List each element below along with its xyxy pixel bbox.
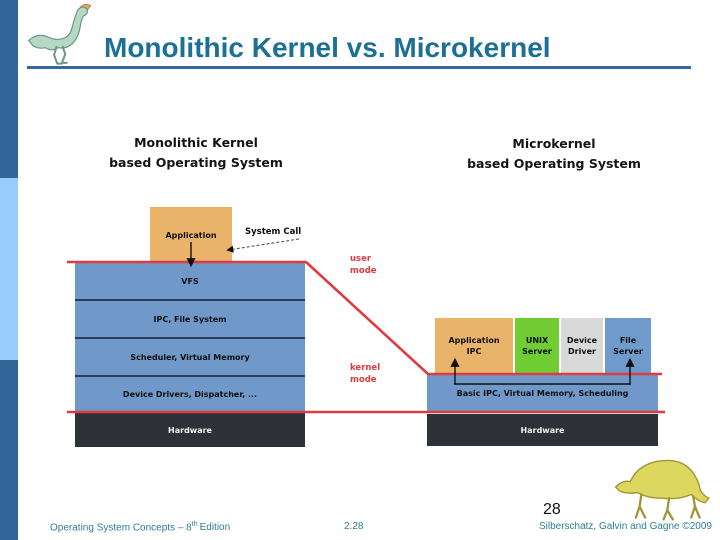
layer-scheduler-vm: Scheduler, Virtual Memory — [75, 337, 305, 375]
server-device-line2: Driver — [568, 346, 596, 356]
microkernel-heading: Microkernel based Operating System — [424, 134, 684, 174]
page-title: Monolithic Kernel vs. Microkernel — [104, 32, 551, 63]
sidebar-bar-bottom — [0, 360, 18, 540]
monolithic-heading-line2: based Operating System — [109, 155, 283, 170]
layer-device-drivers: Device Drivers, Dispatcher, ... — [75, 375, 305, 412]
footer-page-reference: 2.28 — [344, 521, 364, 532]
monolithic-heading: Monolithic Kernel based Operating System — [66, 133, 326, 173]
hardware-box-left: Hardware — [75, 413, 305, 447]
server-file-line2: Server — [613, 346, 643, 356]
kernel-mode-label: kernel mode — [350, 363, 381, 385]
footer-book-suffix: Edition — [199, 522, 231, 534]
server-unix-line1: UNIX — [525, 335, 549, 345]
layer-ipc-filesystem: IPC, File System — [75, 299, 305, 337]
server-application-line1: Application — [448, 335, 500, 345]
server-box-unix: UNIX Server — [515, 318, 559, 373]
user-mode-label: user mode — [350, 254, 377, 276]
dinosaur-footer-icon — [612, 452, 717, 528]
slide-number: 28 — [543, 501, 561, 518]
microkernel-layer-box: Basic IPC, Virtual Memory, Scheduling — [427, 375, 658, 412]
hardware-box-right: Hardware — [427, 414, 658, 446]
server-box-application-ipc: Application IPC — [435, 318, 513, 373]
server-unix-line2: Server — [522, 346, 552, 356]
sidebar-bar-top — [0, 0, 18, 178]
monolithic-heading-line1: Monolithic Kernel — [134, 135, 258, 150]
monolithic-kernel-stack: VFS IPC, File System Scheduler, Virtual … — [75, 263, 305, 412]
server-application-line2: IPC — [466, 346, 482, 356]
footer-book-superscript: th — [191, 521, 198, 528]
server-box-file-server: File Server — [605, 318, 651, 373]
microkernel-heading-line2: based Operating System — [467, 156, 641, 171]
layer-vfs: VFS — [181, 276, 199, 286]
server-file-line1: File — [619, 335, 637, 345]
title-underline — [27, 66, 691, 69]
system-call-arrow — [226, 238, 300, 253]
sidebar-bar-middle — [0, 178, 18, 360]
footer-book-prefix: Operating System Concepts – 8 — [50, 522, 192, 534]
microkernel-heading-line1: Microkernel — [512, 136, 596, 151]
server-device-line1: Device — [566, 335, 598, 345]
footer-credits: Silberschatz, Galvin and Gagne ©2009 — [538, 521, 712, 532]
application-box: Application — [150, 207, 232, 263]
server-box-device-driver: Device Driver — [561, 318, 603, 373]
dinosaur-logo-icon — [26, 3, 106, 70]
system-call-label: System Call — [245, 227, 302, 237]
